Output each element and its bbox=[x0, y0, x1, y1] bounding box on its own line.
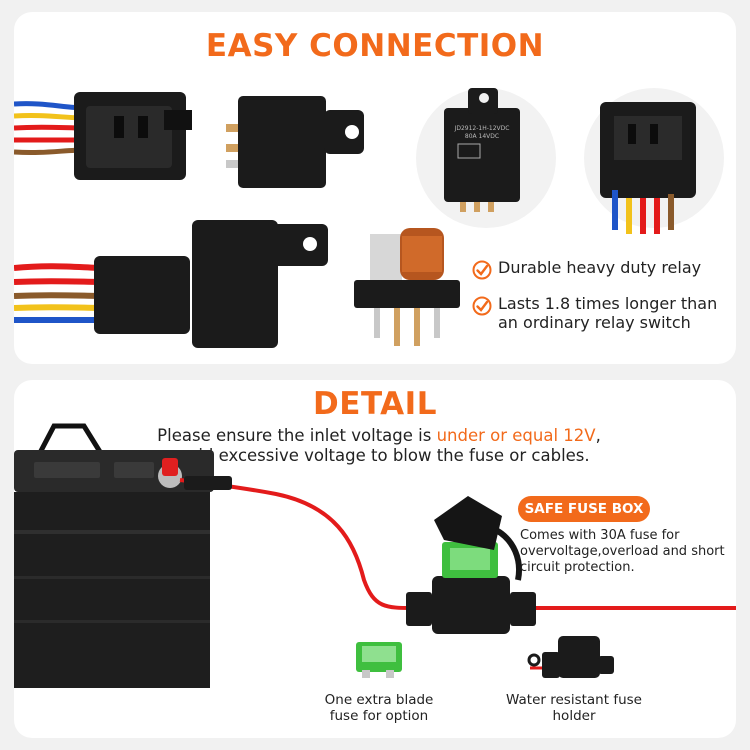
voltage-notice: Please ensure the inlet voltage is under… bbox=[144, 426, 614, 466]
fuse-holder-caption: Water resistant fuse holder bbox=[506, 692, 642, 724]
relay-label-line2: 80A 14VDC bbox=[465, 133, 499, 140]
relay-closeup-circle: JD2912-1H-12VDC 80A 14VDC bbox=[416, 88, 556, 228]
battery-fuse-illustration bbox=[14, 423, 736, 688]
feature-text: Durable heavy duty relay bbox=[498, 258, 702, 277]
easy-connection-heading: EASY CONNECTION bbox=[205, 28, 545, 64]
check-circle-icon bbox=[472, 260, 492, 280]
check-circle-icon bbox=[472, 296, 492, 316]
safe-fuse-box-badge: SAFE FUSE BOX bbox=[518, 496, 650, 522]
open-relay-coil-image bbox=[354, 228, 460, 346]
detail-panel: DETAIL Please ensure the inlet voltage i… bbox=[14, 380, 736, 738]
notice-highlight: under or equal 12V bbox=[436, 426, 596, 445]
battery-image bbox=[14, 423, 214, 688]
feature-durable-relay: Durable heavy duty relay bbox=[472, 258, 701, 280]
socket-front-circle bbox=[584, 88, 724, 234]
easy-connection-panel: EASY CONNECTION bbox=[14, 12, 736, 364]
extra-blade-fuse-image bbox=[356, 642, 402, 678]
relay-socket-image bbox=[14, 92, 192, 180]
blade-fuse-caption: One extra blade fuse for option bbox=[324, 692, 434, 724]
relay-product-illustration: JD2912-1H-12VDC 80A 14VDC bbox=[14, 88, 724, 348]
notice-part-1: Please ensure the inlet voltage is bbox=[157, 426, 437, 445]
assembled-relay-image bbox=[14, 220, 328, 348]
relay-label-line1: JD2912-1H-12VDC bbox=[454, 125, 510, 132]
fuse-box-description: Comes with 30A fuse for overvoltage,over… bbox=[520, 528, 725, 575]
feature-text: Lasts 1.8 times longer than an ordinary … bbox=[498, 294, 718, 332]
detail-heading: DETAIL bbox=[313, 386, 437, 422]
fuse-holder-image bbox=[406, 496, 536, 634]
notice-part-2: , avoid excessive voltage to blow the fu… bbox=[168, 426, 601, 465]
relay-with-bracket-image bbox=[226, 96, 364, 188]
feature-longer-lasting: Lasts 1.8 times longer than an ordinary … bbox=[472, 294, 728, 332]
water-resistant-holder-image bbox=[527, 636, 614, 678]
